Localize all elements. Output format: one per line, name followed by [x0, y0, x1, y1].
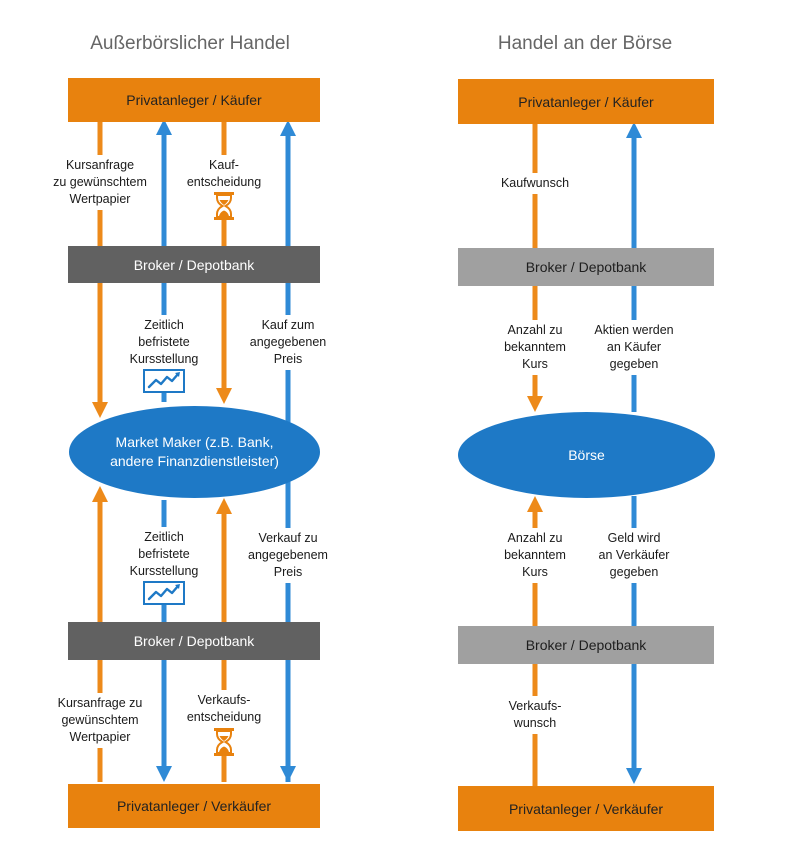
left-title: Außerbörslicher Handel	[90, 33, 290, 54]
arrowhead-r2-top	[626, 122, 642, 138]
label-kursstellung-bottom: Zeitlich befristete Kursstellung	[128, 527, 200, 582]
arrowhead-r1-mid	[527, 396, 543, 412]
label-anzahl-top: Anzahl zu bekanntem Kurs	[503, 320, 567, 375]
arrowhead-l2-top	[156, 119, 172, 135]
arrowhead-r2-bot	[626, 768, 642, 784]
chart-icon	[143, 369, 185, 393]
label-geld: Geld wird an Verkäufer gegeben	[597, 528, 671, 583]
left-buyer-box: Privatanleger / Käufer	[68, 78, 320, 122]
label-verkaufsentscheidung: Verkaufs- entscheidung	[185, 690, 263, 728]
arrowhead-l1-bot	[92, 486, 108, 502]
arrowhead-l4-bot	[280, 766, 296, 782]
left-broker-top-box: Broker / Depotbank	[68, 246, 320, 283]
market-maker-label: Market Maker (z.B. Bank, andere Finanzdi…	[110, 434, 279, 469]
exchange-label: Börse	[568, 446, 605, 463]
label-kaufwunsch: Kaufwunsch	[499, 173, 571, 194]
left-broker-bottom-box: Broker / Depotbank	[68, 622, 320, 660]
arrowhead-l1-mid	[92, 402, 108, 418]
hourglass-icon	[214, 192, 234, 220]
right-title: Handel an der Börse	[497, 33, 673, 54]
right-broker-top-box: Broker / Depotbank	[458, 248, 714, 286]
arrowhead-r1-bot	[527, 496, 543, 512]
label-kursanfrage-bottom: Kursanfrage zu gewünschtem Wertpapier	[56, 693, 144, 748]
arrowhead-l3-mid	[216, 388, 232, 404]
right-broker-bottom-box: Broker / Depotbank	[458, 626, 714, 664]
label-kursstellung-top: Zeitlich befristete Kursstellung	[128, 315, 200, 370]
hourglass-icon	[214, 728, 234, 756]
label-kursanfrage-top: Kursanfrage zu gewünschtem Wertpapier	[52, 155, 148, 210]
arrowhead-l2-bot	[156, 766, 172, 782]
arrowhead-l4-top	[280, 120, 296, 136]
label-verkaufswunsch: Verkaufs- wunsch	[507, 696, 563, 734]
label-verkauf-preis: Verkauf zu angegebenem Preis	[247, 528, 329, 583]
chart-icon	[143, 581, 185, 605]
label-kaufentscheidung: Kauf- entscheidung	[185, 155, 263, 193]
right-buyer-box: Privatanleger / Käufer	[458, 79, 714, 124]
arrowhead-l3-bot	[216, 498, 232, 514]
exchange-ellipse: Börse	[458, 412, 715, 498]
left-seller-box: Privatanleger / Verkäufer	[68, 784, 320, 828]
market-maker-ellipse: Market Maker (z.B. Bank, andere Finanzdi…	[69, 406, 320, 498]
label-aktien: Aktien werden an Käufer gegeben	[593, 320, 675, 375]
right-seller-box: Privatanleger / Verkäufer	[458, 786, 714, 831]
label-anzahl-bottom: Anzahl zu bekanntem Kurs	[503, 528, 567, 583]
label-kauf-preis: Kauf zum angegebenen Preis	[248, 315, 328, 370]
